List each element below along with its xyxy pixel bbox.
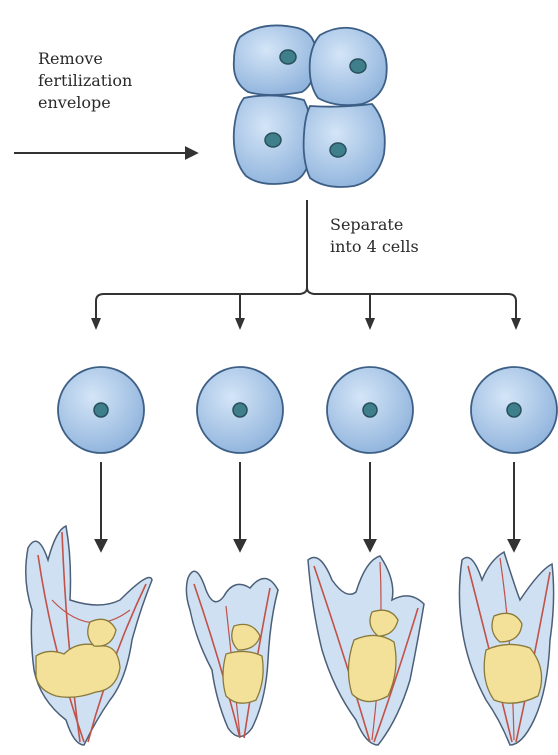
blastomere-icon: [471, 367, 557, 453]
blastomere-icon: [197, 367, 283, 453]
embryo-cell-top-right: [310, 28, 387, 105]
pluteus-larva-icon: [308, 556, 424, 745]
embryo-cell-top-left: [234, 25, 316, 95]
pluteus-larva-icon: [186, 571, 278, 738]
separation-bracket: [96, 200, 516, 318]
pluteus-larva-icon: [26, 526, 152, 745]
four-cell-embryo-icon: [234, 25, 387, 187]
nucleus-icon: [350, 59, 366, 73]
nucleus-icon: [280, 50, 296, 64]
pluteus-larva-icon: [459, 552, 553, 745]
bracket-arrowheads: [91, 318, 521, 330]
nucleus-icon: [265, 133, 281, 147]
nucleus-icon: [330, 143, 346, 157]
blastomere-icon: [327, 367, 413, 453]
blastomere-icon: [58, 367, 144, 453]
